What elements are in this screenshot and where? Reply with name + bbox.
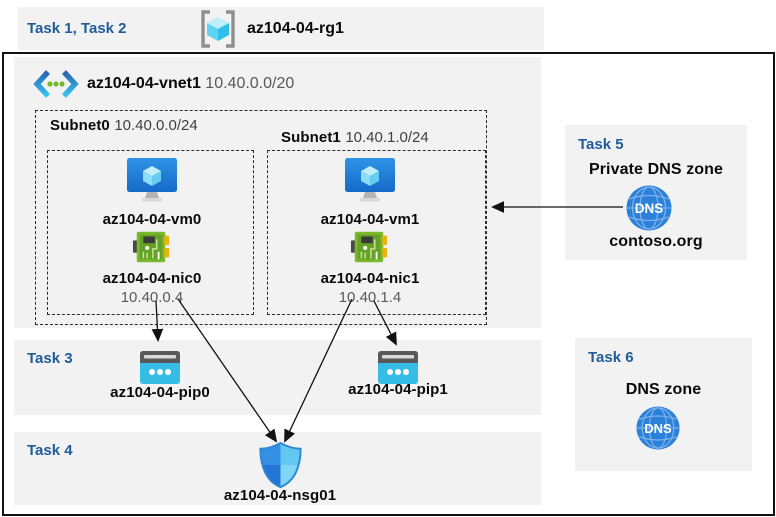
vm0-label: az104-04-vm0 xyxy=(102,211,202,228)
resource-group-icon xyxy=(199,10,237,53)
dns-zone-title: DNS zone xyxy=(625,381,702,398)
vnet-title: az104-04-vnet1 10.40.0.0/20 xyxy=(87,75,294,93)
resource-group-label: az104-04-rg1 xyxy=(247,20,344,37)
nsg-shield-icon xyxy=(258,441,303,494)
task3-label: Task 3 xyxy=(27,350,73,367)
nic1-icon xyxy=(350,227,388,272)
task3-band xyxy=(14,340,541,415)
vnet-cidr: 10.40.0.0/20 xyxy=(205,75,295,92)
vm1-icon xyxy=(344,158,396,209)
subnet0-title: Subnet0 10.40.0.0/24 xyxy=(50,117,198,135)
nsg-label: az104-04-nsg01 xyxy=(223,487,337,504)
task6-label: Task 6 xyxy=(588,349,634,366)
task4-label: Task 4 xyxy=(27,442,73,459)
subnet1-cidr: 10.40.1.0/24 xyxy=(345,129,429,146)
pip0-label: az104-04-pip0 xyxy=(110,384,210,401)
pip1-icon xyxy=(378,347,418,389)
vnet-name: az104-04-vnet1 xyxy=(87,75,201,92)
task1-2-band: Task 1, Task 2 az104-04-rg1 xyxy=(18,7,544,50)
vnet-region xyxy=(14,57,541,328)
subnet0-cidr: 10.40.0.0/24 xyxy=(114,117,198,134)
pip0-icon xyxy=(140,347,180,389)
nic0-ip: 10.40.0.4 xyxy=(120,289,184,306)
vm0-icon xyxy=(126,158,178,209)
nic0-icon xyxy=(132,227,170,272)
private-dns-zone-title: Private DNS zone xyxy=(588,161,724,178)
pip1-label: az104-04-pip1 xyxy=(348,381,448,398)
vm1-label: az104-04-vm1 xyxy=(320,211,420,228)
subnet1-name: Subnet1 xyxy=(281,129,341,146)
nic1-label: az104-04-nic1 xyxy=(320,270,420,287)
private-dns-icon: DNS xyxy=(625,184,673,237)
subnet1-title: Subnet1 10.40.1.0/24 xyxy=(281,129,429,147)
private-dns-icon-text: DNS xyxy=(635,201,664,216)
dns-zone-icon-text: DNS xyxy=(644,421,672,436)
vnet-icon xyxy=(33,69,79,104)
private-dns-zone-name: contoso.org xyxy=(609,233,703,250)
dns-zone-icon: DNS xyxy=(635,405,681,456)
nic1-ip: 10.40.1.4 xyxy=(338,289,402,306)
subnet0-name: Subnet0 xyxy=(50,117,110,134)
subnet0-box xyxy=(47,150,254,315)
task1-2-label: Task 1, Task 2 xyxy=(27,20,127,37)
task5-label: Task 5 xyxy=(578,136,624,153)
nic0-label: az104-04-nic0 xyxy=(102,270,202,287)
